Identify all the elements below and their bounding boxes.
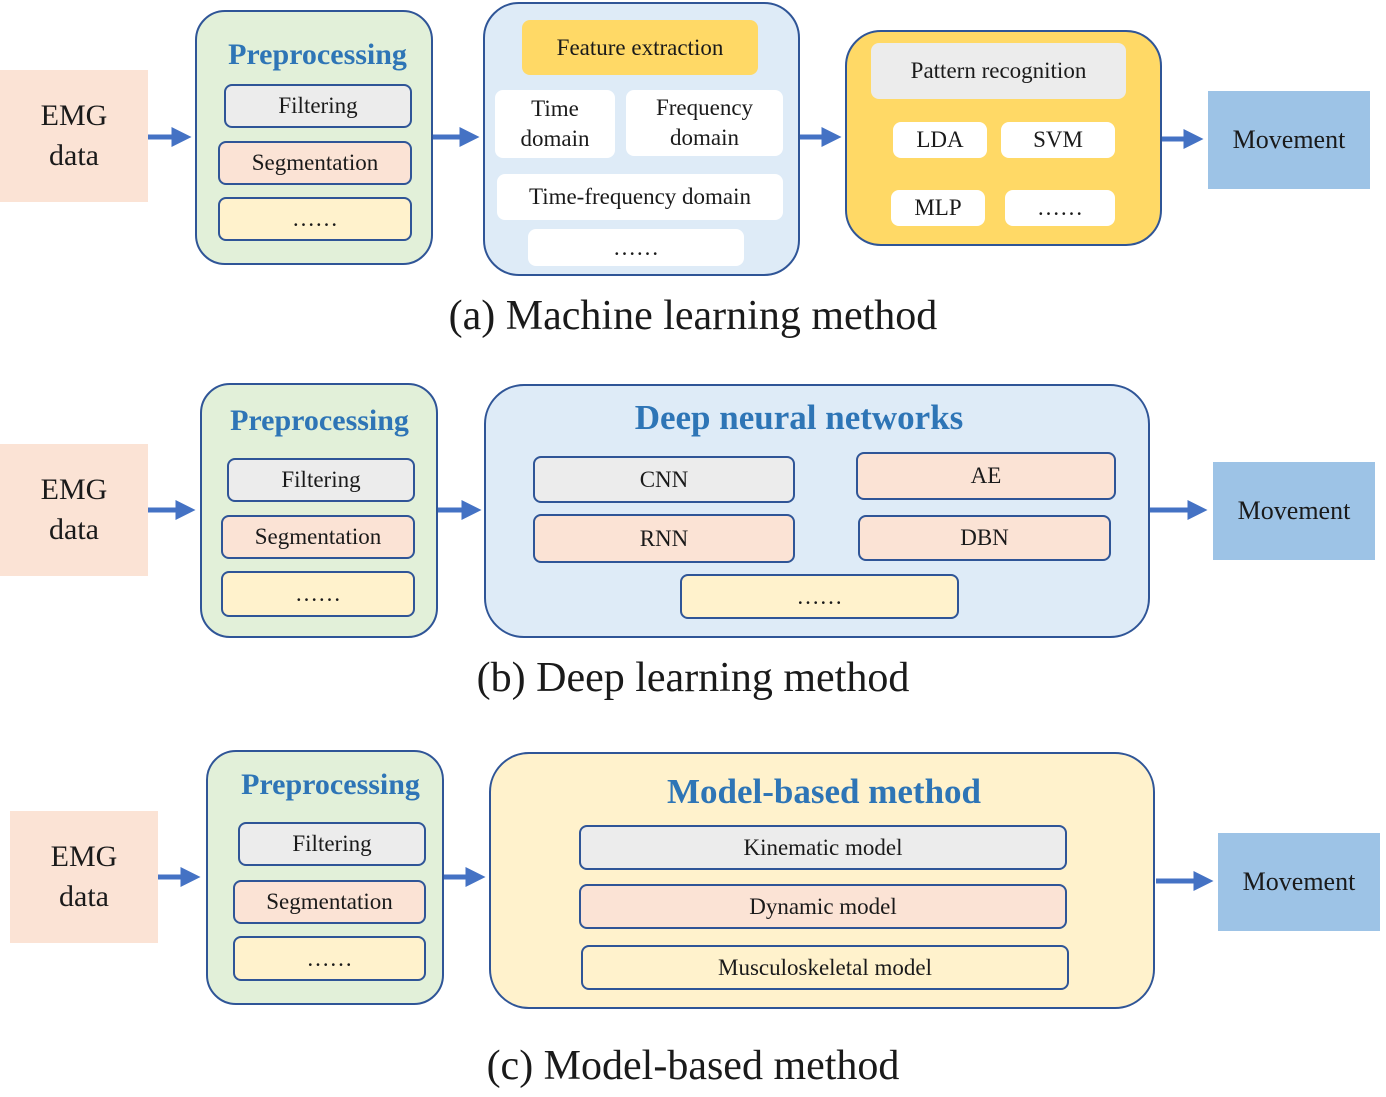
time-domain-box: Time domain <box>495 90 615 158</box>
emg-label-line1: EMG <box>50 840 118 873</box>
dnn-ellipsis-box: …… <box>680 574 959 619</box>
emg-data-box-b: EMG data <box>0 444 148 576</box>
feature-ellipsis-box: …… <box>528 229 744 266</box>
dynamic-model-box: Dynamic model <box>579 884 1067 929</box>
pattern-recognition-title: Pattern recognition <box>871 43 1126 99</box>
mlp-box: MLP <box>891 190 985 226</box>
caption-a: (a) Machine learning method <box>448 293 938 339</box>
time-domain-line2: domain <box>520 126 590 151</box>
emg-label-line1: EMG <box>40 473 108 506</box>
movement-box-c: Movement <box>1218 833 1380 931</box>
ellipsis-step-b: …… <box>221 571 415 617</box>
segmentation-step-b: Segmentation <box>221 515 415 559</box>
segmentation-step-c: Segmentation <box>233 880 426 924</box>
svm-box: SVM <box>1001 122 1115 158</box>
dbn-box: DBN <box>858 515 1111 561</box>
emg-label-line1: EMG <box>40 99 108 132</box>
movement-box-b: Movement <box>1213 462 1375 560</box>
emg-label-line2: data <box>49 513 99 546</box>
ellipsis-step-c: …… <box>233 936 426 981</box>
time-frequency-domain-box: Time-frequency domain <box>497 174 783 220</box>
frequency-domain-line2: domain <box>670 125 739 150</box>
frequency-domain-line1: Frequency <box>655 95 754 120</box>
segmentation-step-a: Segmentation <box>218 141 412 185</box>
filtering-step-a: Filtering <box>224 84 412 128</box>
caption-b: (b) Deep learning method <box>476 655 910 701</box>
pattern-ellipsis-box: …… <box>1005 190 1115 226</box>
ellipsis-step-a: …… <box>218 197 412 241</box>
emg-label-line2: data <box>49 139 99 172</box>
filtering-step-b: Filtering <box>227 458 415 502</box>
emg-data-box-c: EMG data <box>10 811 158 943</box>
emg-label-line2: data <box>59 880 109 913</box>
preprocessing-title-c: Preprocessing <box>241 768 420 801</box>
cnn-box: CNN <box>533 456 795 503</box>
musculoskeletal-model-box: Musculoskeletal model <box>581 945 1069 990</box>
deep-neural-networks-title: Deep neural networks <box>634 398 964 437</box>
time-domain-line1: Time <box>531 96 579 121</box>
emg-data-box-a: EMG data <box>0 70 148 202</box>
filtering-step-c: Filtering <box>238 822 426 866</box>
movement-box-a: Movement <box>1208 91 1370 189</box>
rnn-box: RNN <box>533 514 795 563</box>
feature-extraction-title: Feature extraction <box>522 20 758 75</box>
caption-c: (c) Model-based method <box>486 1043 900 1089</box>
preprocessing-title-b: Preprocessing <box>230 404 409 437</box>
preprocessing-title-a: Preprocessing <box>228 38 407 71</box>
lda-box: LDA <box>893 122 987 158</box>
ae-box: AE <box>856 452 1116 500</box>
model-based-method-title: Model-based method <box>666 772 982 811</box>
frequency-domain-box: Frequency domain <box>626 90 783 156</box>
kinematic-model-box: Kinematic model <box>579 825 1067 870</box>
